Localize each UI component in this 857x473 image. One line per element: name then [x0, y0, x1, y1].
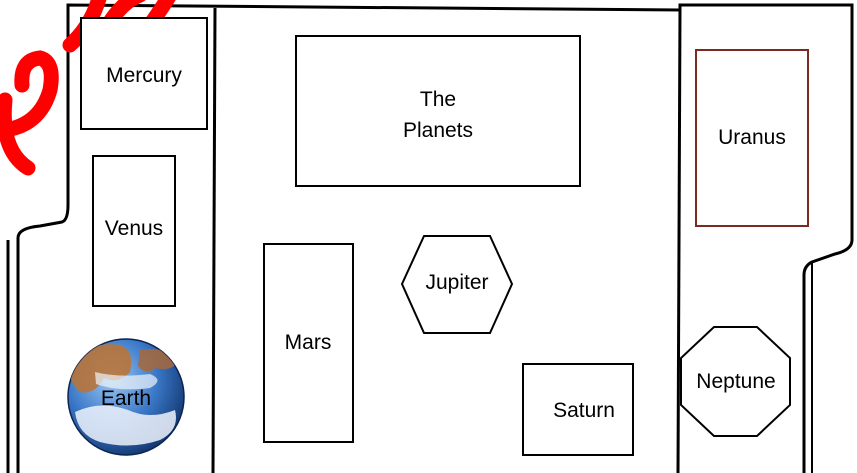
- saturn-box: Saturn: [523, 364, 633, 455]
- mars-label: Mars: [285, 331, 332, 354]
- mars-box: Mars: [264, 244, 353, 442]
- mercury-label: Mercury: [106, 64, 182, 87]
- venus-label: Venus: [105, 217, 163, 240]
- jupiter-label: Jupiter: [425, 271, 488, 294]
- jupiter-hexagon: Jupiter: [402, 236, 512, 333]
- venus-box: Venus: [93, 156, 175, 306]
- earth-globe: Earth: [68, 339, 184, 455]
- saturn-label: Saturn: [553, 399, 615, 422]
- neptune-octagon: Neptune: [681, 327, 790, 436]
- earth-label: Earth: [101, 387, 151, 410]
- title-line-2: Planets: [403, 119, 473, 142]
- title-box: The Planets: [296, 36, 580, 186]
- uranus-box: Uranus: [696, 50, 808, 226]
- mercury-box: Mercury: [81, 18, 207, 129]
- uranus-label: Uranus: [718, 126, 786, 149]
- right-divider-wall: [678, 8, 680, 473]
- left-divider-wall: [213, 8, 215, 473]
- neptune-label: Neptune: [696, 370, 775, 393]
- title-line-1: The: [420, 88, 456, 111]
